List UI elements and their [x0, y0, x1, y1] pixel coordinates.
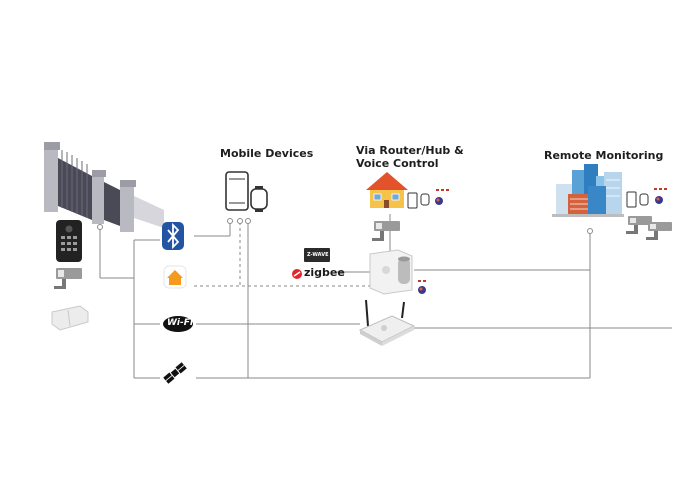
smartphone-icon [225, 171, 249, 211]
home-app-icon [163, 265, 187, 289]
router-hub-heading-line2: Voice Control [356, 157, 439, 170]
gate-icon [44, 142, 164, 232]
mobile-devices-heading: Mobile Devices [220, 147, 314, 160]
voice-assistant-tags [436, 189, 449, 191]
remote-watch-icon [639, 193, 649, 206]
router-hub-heading-line1: Via Router/Hub & [356, 144, 464, 157]
remote-camera-icon-2 [646, 222, 672, 240]
house-watch-icon [420, 193, 430, 206]
phone-dot-1 [227, 218, 233, 224]
router-icon [358, 299, 416, 346]
zigbee-label: zigbee [304, 266, 345, 279]
remote-voice-tags [654, 188, 667, 190]
wifi-label: Wi-Fi [167, 318, 193, 328]
connector-lines [99, 214, 672, 379]
hub-voice-tags [418, 280, 426, 282]
remote-monitoring-heading: Remote Monitoring [544, 149, 664, 162]
phone-dot-3 [245, 218, 251, 224]
house-camera-icon [372, 221, 400, 241]
phone-dot-2 [237, 218, 243, 224]
house-phone-icon [407, 192, 418, 209]
city-buildings-icon [552, 164, 624, 217]
hub-voice-assistant-icon [418, 286, 426, 294]
keypad-intercom-icon [56, 220, 82, 262]
remote-dot [587, 228, 593, 234]
remote-camera-icon-1 [626, 216, 652, 234]
door-sensor-icon [51, 305, 89, 331]
wifi-icon [163, 316, 193, 332]
zwave-label: Z-WAVE [307, 252, 329, 258]
smartwatch-icon [250, 186, 268, 212]
remote-phone-icon [626, 191, 637, 208]
satellite-icon [163, 362, 187, 384]
security-camera-icon [54, 268, 82, 289]
smart-hub-icon [369, 249, 413, 295]
house-icon [366, 172, 408, 208]
connector-dots [97, 218, 593, 234]
remote-voice-assistant-icon [655, 196, 663, 204]
bluetooth-icon [162, 222, 184, 250]
zigbee-logo-mark [292, 269, 302, 279]
zwave-logo [304, 248, 330, 262]
gate-dot [97, 224, 103, 230]
voice-assistant-icon [435, 197, 443, 205]
